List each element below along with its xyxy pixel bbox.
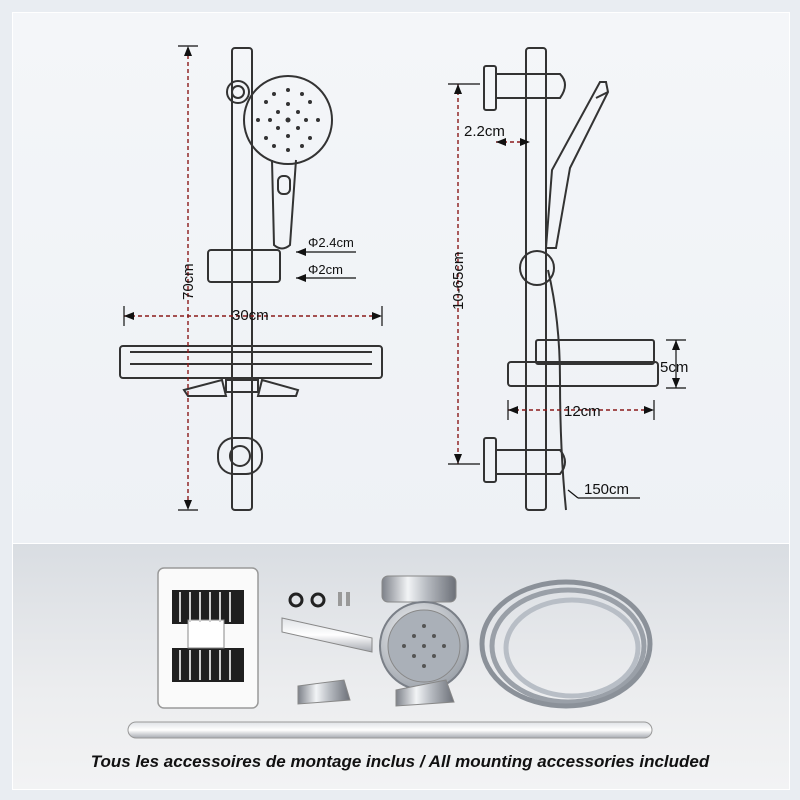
- accessories-caption: Tous les accessoires de montage inclus /…: [90, 752, 710, 771]
- tray-side-body: [507, 361, 659, 387]
- shower-head-side: [544, 81, 610, 249]
- label-tray-depth: 12cm: [564, 403, 601, 420]
- rail-side: [525, 47, 547, 511]
- hose-coil-accessory: [479, 579, 653, 709]
- front-dimensions: [124, 48, 382, 508]
- label-hose-length: 150cm: [584, 481, 629, 498]
- label-tray-height: 5cm: [660, 359, 688, 376]
- side-bottom-bracket: [496, 449, 566, 475]
- label-width-tray: 30cm: [232, 307, 269, 324]
- shower-head-accessory: [281, 601, 469, 691]
- slider-accessory: [381, 575, 457, 603]
- nozzle-pattern: [256, 88, 320, 152]
- tray-side-top: [535, 339, 655, 365]
- slider-side: [519, 250, 555, 286]
- slider-front: [207, 249, 281, 283]
- side-dimensions: [457, 84, 654, 464]
- rail-accessory: [127, 721, 653, 739]
- side-view: [483, 47, 659, 511]
- tray-clip-left: [182, 378, 228, 397]
- tray-front: [119, 345, 383, 379]
- bracket-accessory-2: [395, 679, 455, 707]
- tray-clip-right: [256, 378, 300, 397]
- technical-drawing-panel: [12, 12, 790, 544]
- accessories: [127, 567, 653, 739]
- wall-plate-top: [483, 65, 497, 111]
- shower-head-front: [243, 75, 333, 165]
- label-height-adjust: 10-65cm: [450, 252, 467, 310]
- bottom-bracket: [217, 437, 263, 475]
- bracket-accessory-1: [297, 679, 351, 705]
- shower-handle-front: [271, 159, 297, 250]
- screws-and-rings: [288, 592, 350, 608]
- top-bracket: [226, 80, 250, 104]
- shelf-tray-accessory: [157, 567, 259, 709]
- rail-front: [231, 47, 253, 511]
- side-top-bracket: [496, 73, 566, 99]
- front-view: [119, 47, 383, 511]
- wall-plate-bottom: [483, 437, 497, 483]
- label-wall-offset: 2.2cm: [464, 123, 505, 140]
- label-diameter-inner: Φ2cm: [308, 262, 343, 277]
- label-diameter-outer: Φ2.4cm: [308, 235, 354, 250]
- hose-side: [547, 269, 567, 511]
- label-height-total: 70cm: [180, 263, 197, 300]
